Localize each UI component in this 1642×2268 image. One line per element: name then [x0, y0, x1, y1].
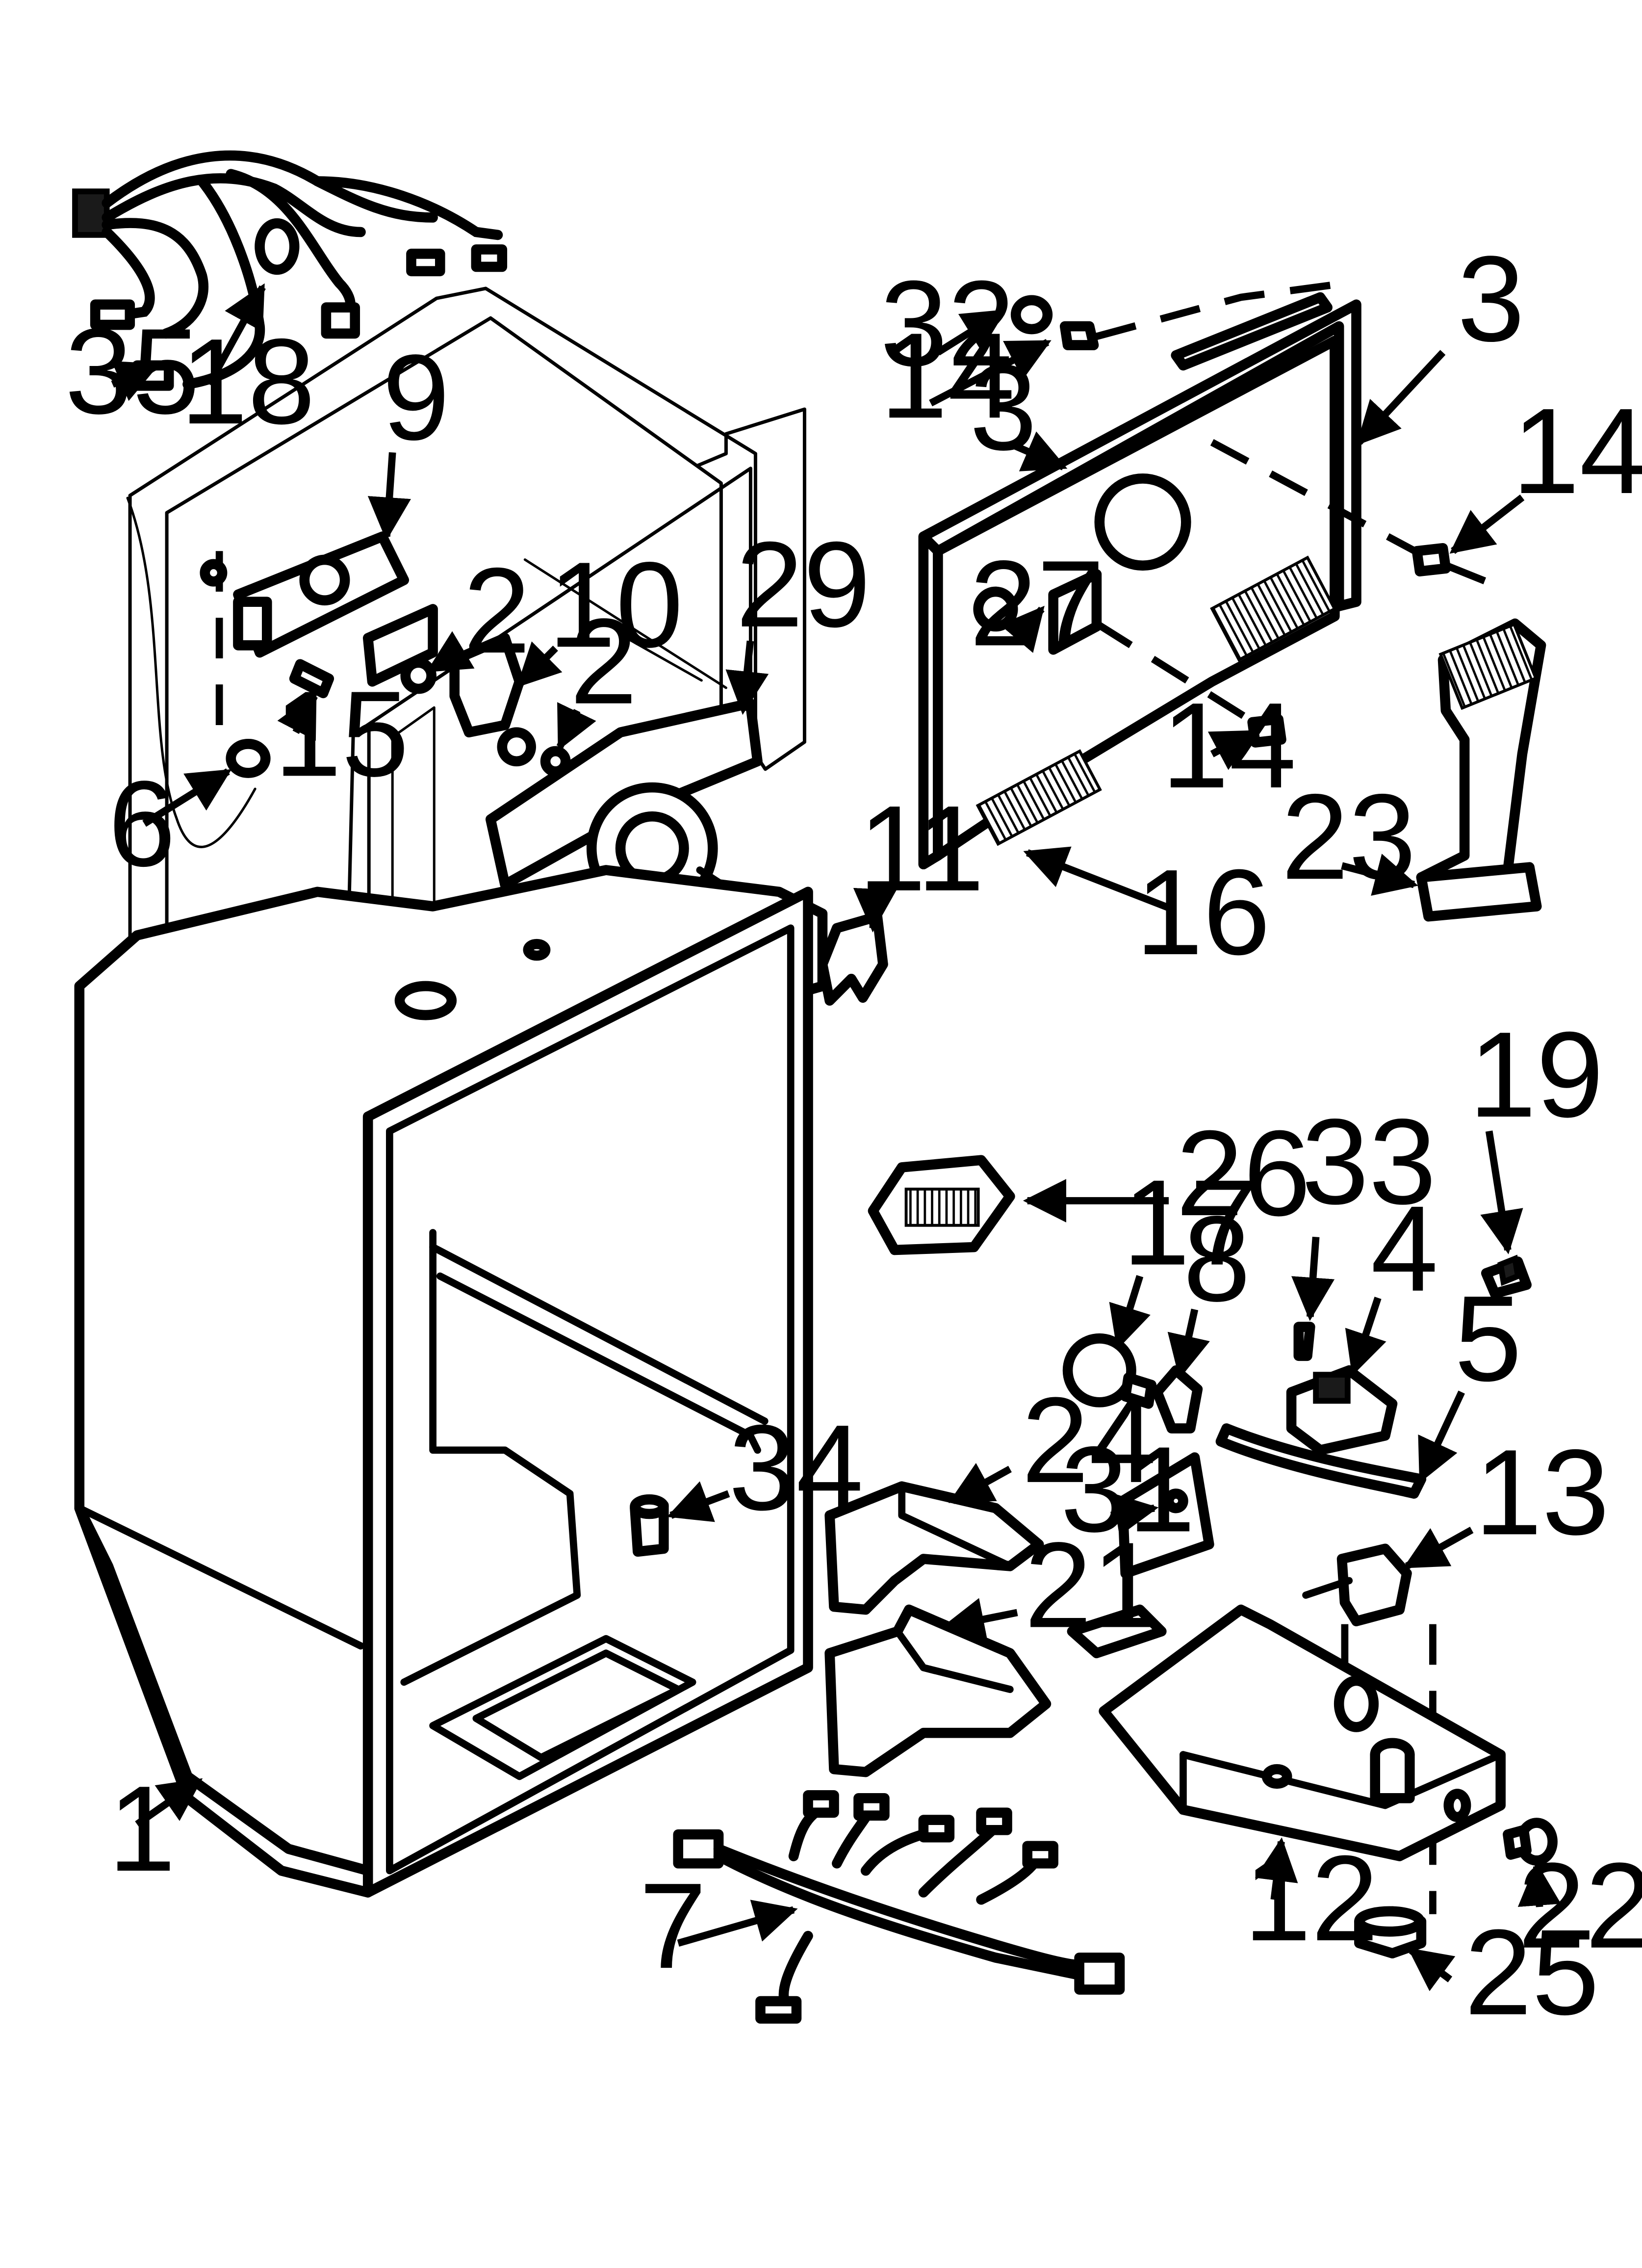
callout-15: 15 [274, 666, 409, 802]
callout-11: 11 [858, 781, 984, 916]
callout-14c: 14 [1161, 678, 1296, 814]
callout-29: 29 [736, 517, 871, 652]
callout-25: 25 [1464, 1904, 1599, 2040]
callout-18: 18 [180, 314, 315, 450]
control-housing-12 [1067, 1604, 1506, 1861]
callout-33: 33 [1302, 1094, 1437, 1230]
callout-14a: 14 [880, 308, 1015, 444]
callout-19: 19 [1469, 1007, 1604, 1143]
callout-6: 6 [108, 756, 176, 892]
callout-14b: 14 [1512, 383, 1642, 519]
callout-22: 22 [1518, 1838, 1642, 1974]
callout-27: 27 [970, 536, 1104, 672]
callout-24: 24 [1022, 1372, 1156, 1508]
damper-control [200, 531, 410, 778]
callout-34: 34 [729, 1400, 864, 1536]
callout-4: 4 [1371, 1181, 1438, 1317]
callout-16: 16 [1135, 844, 1270, 980]
callout-9: 9 [383, 330, 450, 466]
screw-33 [1293, 1322, 1315, 1361]
callout-7: 7 [639, 1858, 706, 1994]
tube-5 [1215, 1423, 1427, 1499]
callout-31: 31 [1060, 1422, 1195, 1558]
fan-blade-11 [817, 911, 888, 1006]
part-25 [1354, 1906, 1427, 1958]
callout-17: 17 [1123, 1155, 1257, 1291]
grommet [255, 218, 300, 275]
callout-8: 8 [1183, 1191, 1250, 1327]
socket-8 [1152, 1365, 1203, 1434]
part-21 [824, 1604, 1052, 1777]
callout-3b: 3 [1457, 231, 1524, 367]
lamp-assembly [1062, 1322, 1427, 1579]
callout-26: 26 [1176, 1106, 1311, 1242]
callout-32: 32 [880, 256, 1015, 391]
air-tower-23 [1416, 618, 1546, 922]
part-32 [1010, 295, 1053, 335]
bracket-31 [1117, 1452, 1214, 1579]
part-26 [868, 1155, 1015, 1255]
harness-connector [72, 188, 110, 238]
callout-2a: 2 [463, 543, 530, 679]
callout-3a: 3 [970, 340, 1037, 476]
bulb-17 [1062, 1333, 1136, 1408]
fresh-food-liner [74, 865, 828, 1898]
leader-lines [111, 283, 1561, 1991]
callout-12: 12 [1244, 1830, 1379, 1966]
callout-labels: 35 18 9 2 10 2 29 15 6 11 1 34 32 14 3 3… [65, 231, 1642, 2040]
callout-2b: 2 [570, 594, 637, 730]
knob-22 [1503, 1818, 1558, 1866]
callout-13: 13 [1475, 1425, 1610, 1561]
callout-10: 10 [548, 537, 683, 673]
knob-6 [226, 739, 271, 778]
screw-15 [289, 659, 334, 699]
callout-23: 23 [1281, 769, 1416, 905]
bottom-wire-harness [673, 1790, 1125, 2024]
callout-1: 1 [108, 1761, 176, 1897]
callout-21: 21 [1025, 1517, 1159, 1653]
part-34 [630, 1494, 669, 1557]
callout-35: 35 [65, 304, 200, 440]
part-19 [1481, 1254, 1532, 1299]
callout-5: 5 [1455, 1271, 1522, 1407]
